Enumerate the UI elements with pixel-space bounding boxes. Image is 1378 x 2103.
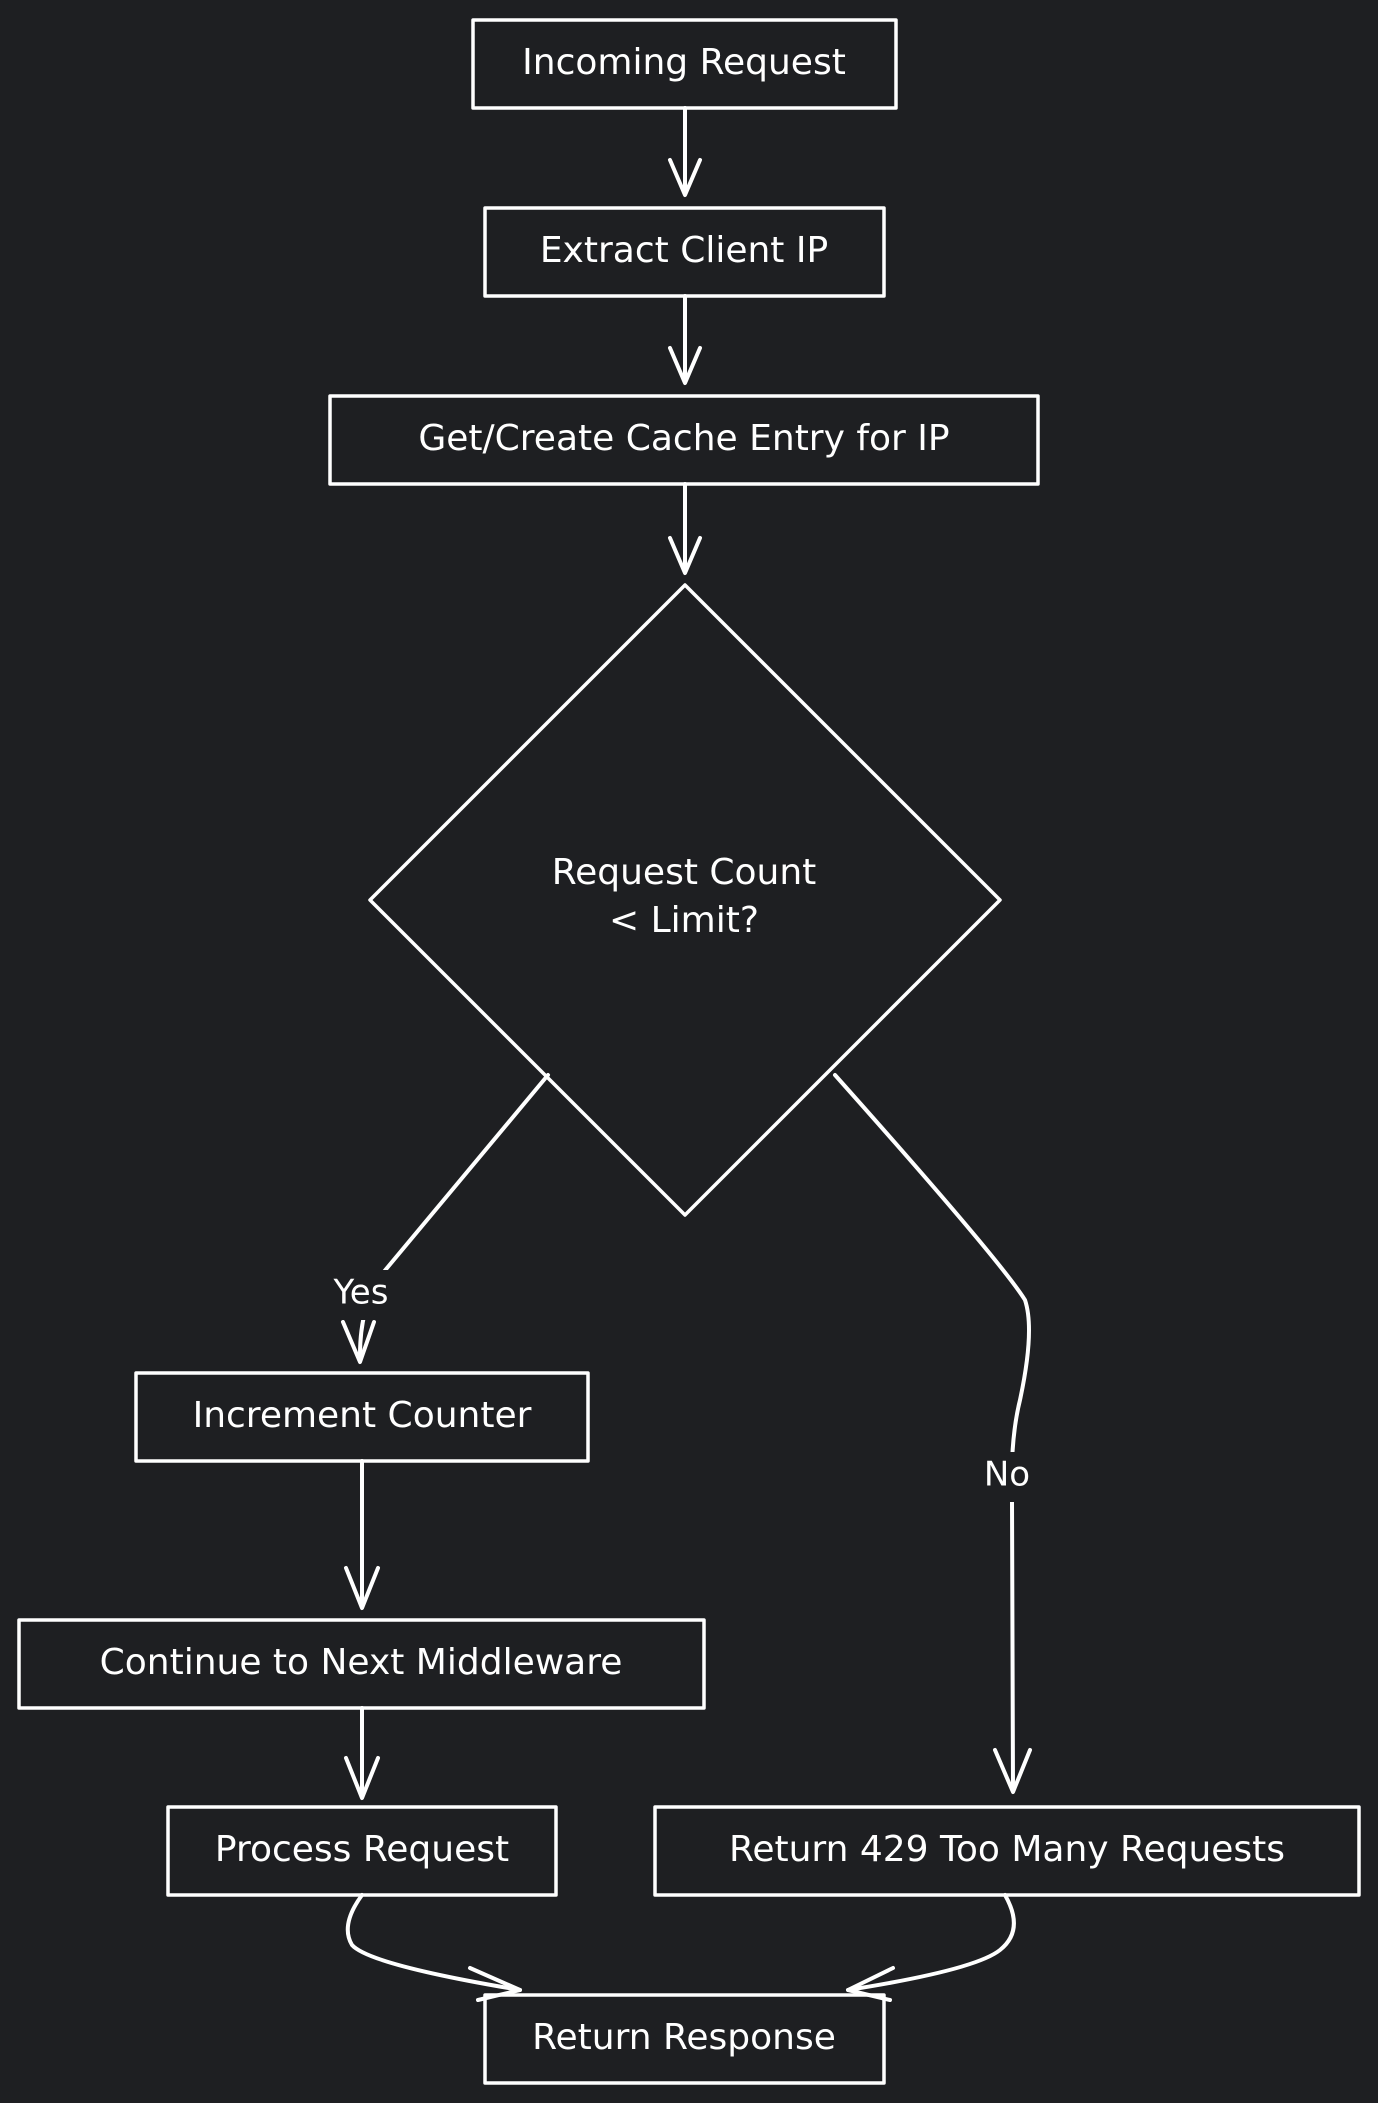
node-box bbox=[134, 1371, 590, 1463]
node-decision-limit: Request Count < Limit? bbox=[368, 583, 1002, 1217]
decision-label-line2: < Limit? bbox=[609, 900, 759, 941]
node-label-continue: Continue to Next Middleware bbox=[100, 1642, 623, 1683]
node-continue-middleware: Continue to Next Middleware bbox=[17, 1618, 706, 1710]
node-label-incoming: Incoming Request bbox=[522, 42, 846, 83]
node-label-cache: Get/Create Cache Entry for IP bbox=[418, 418, 949, 459]
edge-process-to-response bbox=[345, 1893, 522, 1992]
edge-label-yes: Yes bbox=[333, 1273, 389, 1313]
node-label-process: Process Request bbox=[215, 1829, 509, 1870]
node-box bbox=[483, 1993, 886, 2085]
edge-reject-to-response bbox=[846, 1893, 1016, 1992]
node-label-response: Return Response bbox=[532, 2017, 836, 2058]
node-cache-entry: Get/Create Cache Entry for IP bbox=[328, 394, 1040, 486]
node-box bbox=[653, 1805, 1361, 1897]
edge-label-no: No bbox=[984, 1455, 1030, 1495]
node-box bbox=[17, 1618, 706, 1710]
node-box bbox=[483, 206, 886, 298]
arrowhead-process bbox=[344, 1756, 380, 1800]
decision-label-line1: Request Count bbox=[552, 852, 817, 893]
arrowhead-continue bbox=[344, 1566, 380, 1610]
node-return-429: Return 429 Too Many Requests bbox=[653, 1805, 1361, 1897]
node-return-response: Return Response bbox=[483, 1993, 886, 2085]
arrowhead-cache bbox=[668, 346, 702, 385]
node-increment-counter: Increment Counter bbox=[134, 1371, 590, 1463]
node-process-request: Process Request bbox=[166, 1805, 558, 1897]
yes-label-bg bbox=[320, 1270, 402, 1320]
edge-decision-to-reject bbox=[833, 1073, 1031, 1792]
decision-diamond bbox=[368, 583, 1002, 1217]
arrowhead-extract bbox=[668, 158, 702, 197]
node-box bbox=[166, 1805, 558, 1897]
arrowhead-decision bbox=[668, 536, 702, 575]
node-extract-client-ip: Extract Client IP bbox=[483, 206, 886, 298]
arrowhead-reject bbox=[993, 1748, 1032, 1794]
node-box bbox=[471, 18, 898, 110]
node-incoming-request: Incoming Request bbox=[471, 18, 898, 110]
node-label-increment: Increment Counter bbox=[193, 1395, 532, 1436]
arrowhead-increment bbox=[341, 1320, 376, 1364]
no-label-bg bbox=[976, 1452, 1048, 1502]
node-label-reject: Return 429 Too Many Requests bbox=[729, 1829, 1285, 1870]
edges bbox=[341, 106, 1032, 2002]
node-label-extract: Extract Client IP bbox=[540, 230, 828, 271]
node-box bbox=[328, 394, 1040, 486]
edge-labels: Yes No bbox=[320, 1270, 1048, 1502]
